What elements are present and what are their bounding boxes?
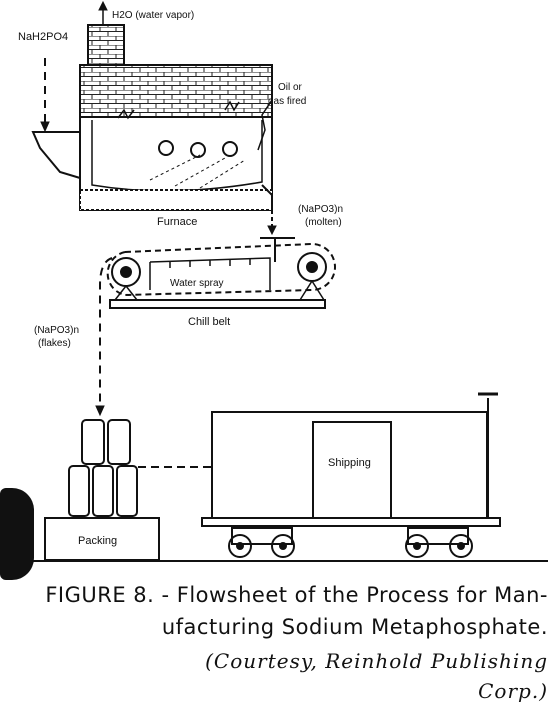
packing-station <box>44 419 160 561</box>
wheel <box>449 534 473 558</box>
wheel <box>228 534 252 558</box>
vapor-label: H2O (water vapor) <box>112 10 194 21</box>
water-spray-label: Water spray <box>170 278 224 289</box>
furnace-label: Furnace <box>157 216 197 228</box>
molten-label-line2: (molten) <box>305 217 342 228</box>
chill-belt-label: Chill belt <box>188 316 230 328</box>
fuel-label-line1: Oil or <box>278 82 303 93</box>
burner-1 <box>158 140 174 156</box>
molten-flow-arrow <box>267 210 277 236</box>
belt-base <box>109 299 326 309</box>
sack <box>92 465 114 517</box>
flakes-label-line1: (NaPO3)n <box>34 325 79 336</box>
fuel-line <box>257 99 273 151</box>
boxcar-body <box>211 411 488 521</box>
belt-feed-funnel <box>260 237 295 262</box>
furnace-base <box>79 189 273 211</box>
burner-2 <box>190 142 206 158</box>
boxcar <box>201 392 501 558</box>
sack <box>68 465 90 517</box>
boxcar-underframe <box>201 517 501 527</box>
figure-caption-line-2: ufacturing Sodium Metaphosphate. <box>161 615 548 639</box>
figure-credit-line-2: Corp.) <box>478 679 548 703</box>
vapor-arrow <box>98 0 108 25</box>
molten-label-line1: (NaPO3)n <box>298 204 343 215</box>
water-spray-bar <box>149 257 271 290</box>
burner-3 <box>222 141 238 157</box>
feed-arrow <box>40 58 50 133</box>
sack <box>107 419 131 465</box>
sack <box>81 419 105 465</box>
furnace-brick-wall <box>79 64 273 118</box>
scan-blot <box>0 488 34 580</box>
furnace-outlet-pipe <box>261 184 273 210</box>
belt-loop <box>106 242 336 297</box>
furnace-chimney <box>87 24 125 71</box>
feed-hopper <box>31 131 81 180</box>
packing-label: Packing <box>78 535 117 547</box>
packing-table <box>44 517 160 561</box>
fuel-label-line2: gas fired <box>268 96 306 107</box>
shipping-flow-arrow <box>138 462 222 472</box>
flakes-flow-arrow <box>95 257 113 417</box>
flakes-label-line2: (flakes) <box>38 338 71 349</box>
wheel <box>271 534 295 558</box>
shipping-label: Shipping <box>328 457 371 469</box>
chill-belt <box>106 237 336 309</box>
feed-label: NaH2PO4 <box>18 31 68 43</box>
sack <box>116 465 138 517</box>
figure-credit-line-1: (Courtesy, Reinhold Publishing <box>205 649 548 673</box>
figure-caption-line-1: FIGURE 8. - Flowsheet of the Process for… <box>45 583 548 607</box>
furnace <box>31 24 273 211</box>
wheel <box>405 534 429 558</box>
